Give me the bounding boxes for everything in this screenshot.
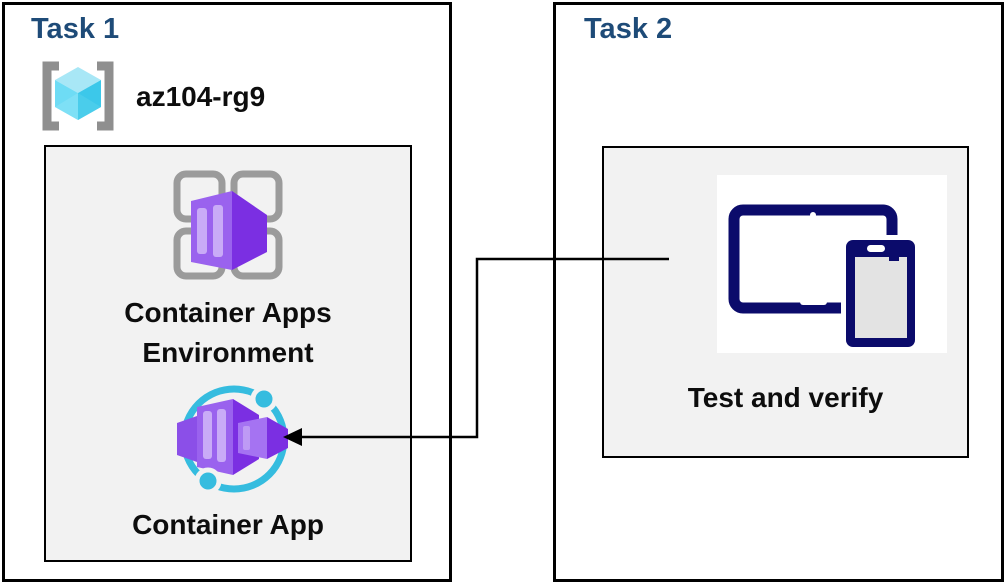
container-apps-environment-icon	[166, 163, 290, 292]
task2-title: Task 2	[584, 13, 673, 45]
task2-panel: Task 2	[553, 2, 1004, 582]
task1-panel: Task 1 az104-rg9	[2, 2, 452, 582]
devices-icon-card	[717, 175, 947, 353]
devices-icon	[717, 204, 947, 357]
resource-group-name: az104-rg9	[136, 81, 266, 112]
task1-title: Task 1	[31, 13, 120, 45]
test-and-verify-label: Test and verify	[687, 382, 884, 413]
container-app-label: Container App	[132, 509, 324, 540]
container-app-icon	[173, 381, 293, 504]
environment-label: Container Apps Environment	[46, 293, 410, 373]
container-apps-environment-box: Container Apps Environment	[44, 145, 412, 562]
environment-label-line2: Environment	[142, 337, 314, 368]
test-and-verify-box: Test and verify	[602, 146, 969, 458]
resource-group-row: az104-rg9	[35, 57, 415, 139]
environment-label-line1: Container Apps	[124, 297, 332, 328]
resource-group-icon	[35, 57, 121, 140]
